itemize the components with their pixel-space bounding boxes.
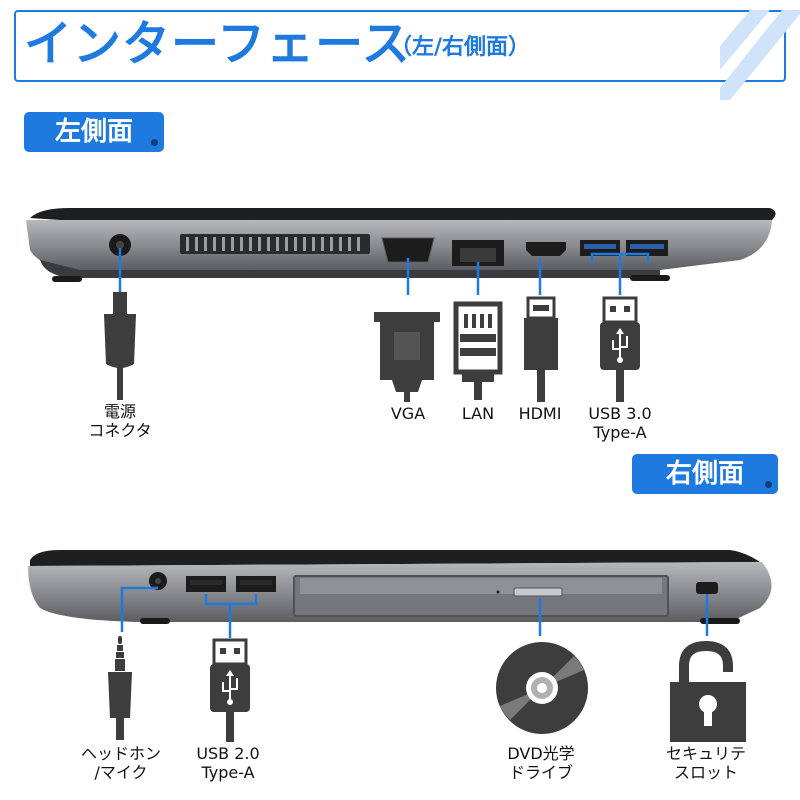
page-title: インターフェース [24, 16, 411, 72]
headphone-label-line2: /マイク [94, 763, 148, 782]
hdmi-port [526, 242, 566, 256]
lan-plug-icon [453, 301, 503, 400]
left-side-badge: 左側面 [24, 112, 164, 152]
headphone-label: ヘッドホン /マイク [66, 744, 176, 782]
padlock-icon [670, 640, 746, 742]
vga-port [381, 237, 435, 263]
usb3-label-line2: Type-A [593, 423, 647, 442]
dvd-label-line2: ドライブ [508, 763, 573, 782]
security-label-line2: スロット [673, 763, 738, 782]
laptop-left-side [26, 208, 776, 282]
usb2-label: USB 2.0 Type-A [176, 744, 280, 782]
usb3-plug-icon [600, 296, 640, 402]
security-label-line1: セキュリテ [665, 744, 746, 763]
hdmi-plug-icon [524, 296, 558, 402]
power-connector-label: 電源 コネクタ [72, 402, 168, 440]
vga-label: VGA [390, 404, 426, 423]
headphone-plug-icon [108, 636, 132, 740]
usb2-plug-icon [210, 638, 250, 742]
usb2-label-line1: USB 2.0 [196, 744, 260, 763]
dvd-label: DVD光学 ドライブ [486, 744, 596, 782]
dvd-disc-icon [496, 642, 588, 734]
header-frame [14, 10, 786, 82]
usb3-label: USB 3.0 Type-A [568, 404, 672, 442]
usb2-label-line2: Type-A [201, 763, 255, 782]
security-label: セキュリテ スロット [650, 744, 762, 782]
lan-label: LAN [461, 404, 495, 423]
power-label-line1: 電源 [103, 402, 136, 421]
headphone-label-line1: ヘッドホン [80, 744, 161, 763]
laptop-right-side [28, 550, 772, 624]
usb3-label-line1: USB 3.0 [588, 404, 652, 423]
power-label-line2: コネクタ [88, 421, 152, 440]
hdmi-label: HDMI [518, 404, 562, 423]
left-connector-lines [118, 248, 650, 295]
right-connector-lines [120, 586, 709, 638]
vga-plug-icon [374, 312, 440, 402]
page-subtitle: （左/右側面） [390, 35, 531, 60]
power-plug-icon [104, 292, 136, 400]
dvd-label-line1: DVD光学 [507, 744, 575, 763]
header-stripes [720, 10, 800, 100]
right-side-badge: 右側面 [632, 454, 778, 494]
security-slot [696, 582, 718, 594]
